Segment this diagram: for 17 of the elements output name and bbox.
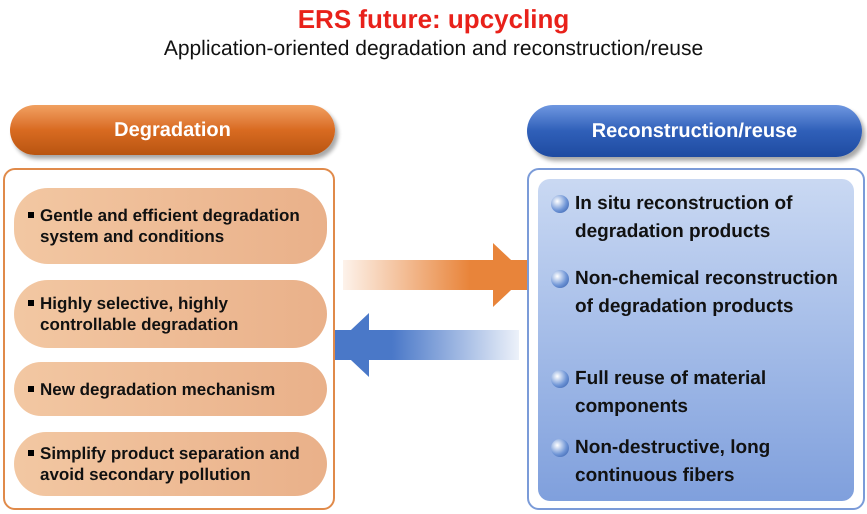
- item-text: New degradation mechanism: [40, 378, 276, 400]
- item-text: Non-destructive, long continuous fibers: [575, 436, 772, 488]
- title: ERS future: upcycling: [296, 3, 570, 36]
- item-text: Non-chemical reconstruction of degradation products: [575, 267, 839, 319]
- item-text: Full reuse of material components: [575, 367, 768, 419]
- header-pill: Reconstruction/reuse: [527, 105, 862, 157]
- item-pill: [14, 188, 327, 264]
- big-arrow: [343, 243, 527, 307]
- header-pill: Degradation: [10, 105, 335, 155]
- item-text: Simplify product separation and avoid secondary pollution: [40, 443, 301, 485]
- subtitle: Application-oriented degradation and reconstruction/reuse: [162, 36, 704, 62]
- item-text: In situ reconstruction of degradation products: [575, 192, 794, 244]
- item-text: Highly selective, highly controllable degradation: [40, 293, 240, 335]
- item-text: Gentle and efficient degradation system and conditions: [40, 205, 301, 247]
- item-pill: [14, 362, 327, 416]
- big-arrow: [335, 313, 519, 377]
- panel-box: [3, 168, 335, 510]
